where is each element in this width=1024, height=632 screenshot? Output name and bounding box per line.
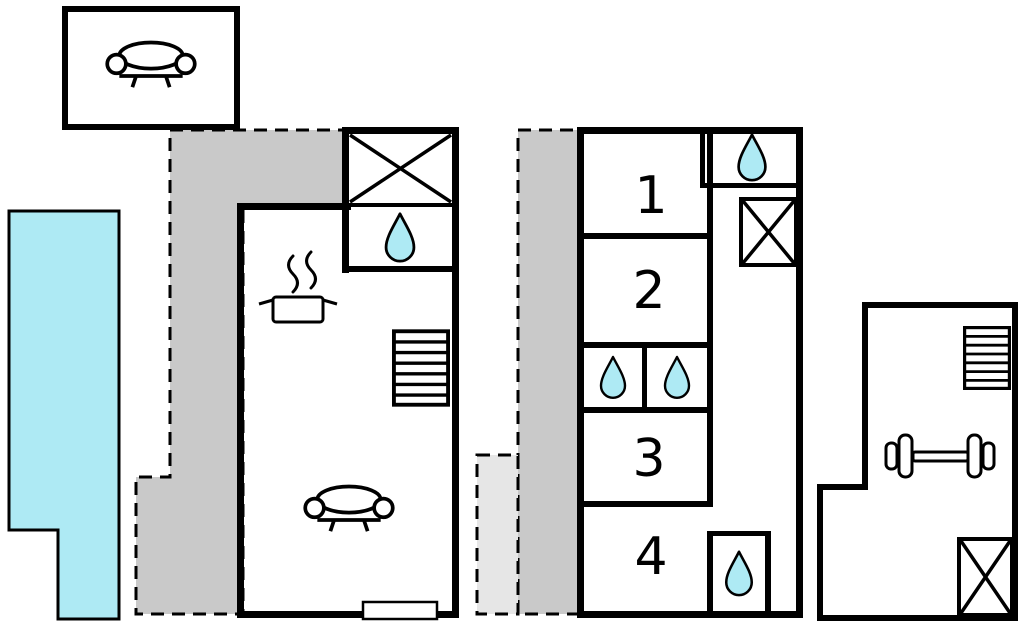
water-drop-icon <box>724 550 754 597</box>
wall <box>700 183 803 188</box>
wall <box>584 501 713 507</box>
room-number-4: 4 <box>634 527 667 587</box>
wall <box>796 127 803 618</box>
wall <box>642 342 647 413</box>
wall <box>584 233 713 239</box>
building-left <box>237 127 459 621</box>
wall <box>577 127 584 618</box>
room-number-1: 1 <box>634 166 667 226</box>
swimming-pool <box>7 209 121 621</box>
wall <box>342 127 459 134</box>
wall <box>237 203 244 618</box>
stairs-icon <box>965 328 1010 389</box>
water-drop-icon <box>599 355 627 400</box>
wall <box>577 611 803 618</box>
wall <box>237 611 459 618</box>
wall <box>577 127 803 134</box>
wall <box>349 266 452 272</box>
water-drop-icon <box>384 212 416 263</box>
building-annex <box>817 302 1018 621</box>
terrace-lower <box>475 453 520 616</box>
door <box>361 600 439 621</box>
wall <box>452 127 459 618</box>
building-right: 1 2 3 4 <box>577 127 803 618</box>
wall <box>707 531 771 536</box>
wall <box>584 342 713 348</box>
terrace-side <box>516 128 582 616</box>
crossed-box-icon <box>957 537 1014 617</box>
crossed-box-icon <box>739 197 798 267</box>
wall <box>584 407 713 413</box>
upper-room <box>62 6 240 130</box>
wall <box>237 203 351 210</box>
sofa-icon <box>303 484 395 534</box>
stairs-icon <box>392 329 450 407</box>
water-drop-icon <box>737 133 767 182</box>
wall <box>342 127 349 273</box>
wall <box>707 531 713 618</box>
wall <box>765 531 771 618</box>
dumbbell-icon <box>884 433 996 479</box>
water-drop-icon <box>663 355 691 400</box>
wall <box>700 127 705 188</box>
wall <box>707 127 713 507</box>
crossed-box-icon <box>349 133 452 204</box>
stove-steam-icon <box>258 250 338 324</box>
room-number-3: 3 <box>632 429 665 489</box>
room-number-2: 2 <box>632 261 665 321</box>
wall <box>349 203 452 207</box>
